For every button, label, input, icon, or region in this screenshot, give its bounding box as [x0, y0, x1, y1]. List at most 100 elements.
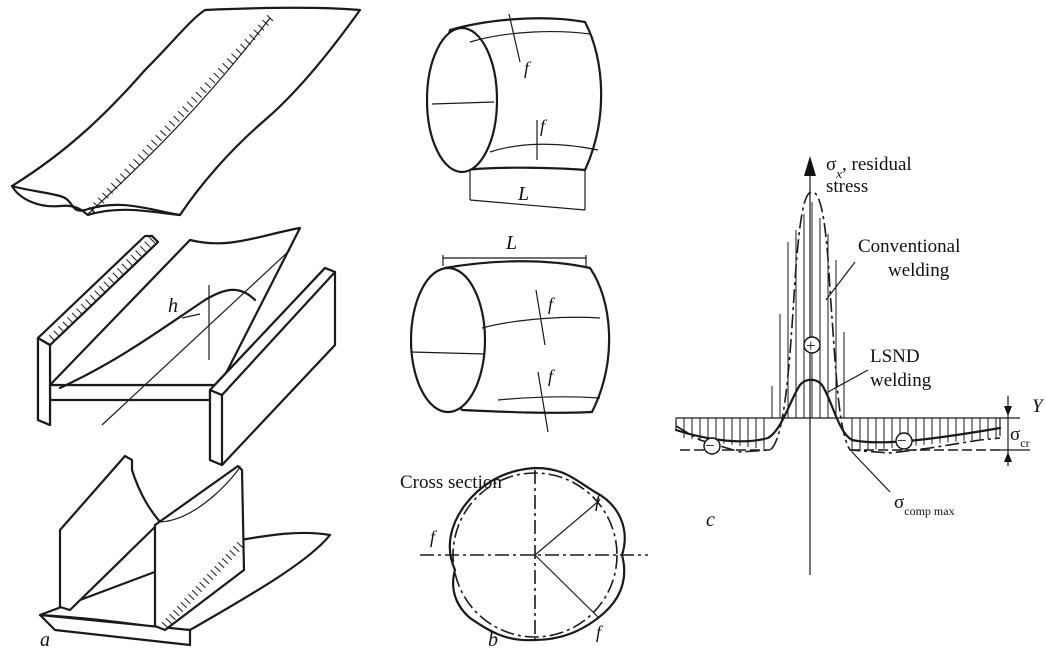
- weld-tick: [53, 330, 60, 337]
- cone-length-label: L: [517, 183, 529, 205]
- weld-tick: [191, 96, 198, 103]
- conventional-label-2: welding: [888, 260, 950, 281]
- i-beam-section: h: [36, 226, 337, 467]
- weld-tick: [217, 561, 225, 569]
- compression-sign-right: −: [895, 431, 913, 450]
- weld-tick: [184, 597, 191, 605]
- channel-section: [38, 454, 332, 647]
- weld-tick: [262, 19, 269, 26]
- svg-text:−: −: [897, 431, 907, 450]
- weld-tick: [240, 43, 247, 50]
- weld-tick: [67, 316, 74, 324]
- weld-tick: [146, 144, 154, 151]
- weld-tick: [144, 241, 151, 248]
- x-axis-label: Y: [1032, 396, 1045, 417]
- cone-deflection-top: f: [524, 58, 532, 78]
- weld-tick: [93, 202, 100, 209]
- weld-tick: [165, 617, 173, 625]
- panel-b-label: b: [488, 629, 498, 651]
- weld-tick: [115, 178, 122, 185]
- weld-tick: [151, 139, 158, 146]
- weld-tick: [180, 601, 188, 609]
- weld-tick: [80, 303, 87, 311]
- weld-tick: [126, 259, 133, 266]
- weld-tick: [191, 589, 199, 597]
- weld-tick: [103, 281, 110, 288]
- weld-tick: [206, 573, 214, 581]
- weld-tick: [266, 14, 274, 22]
- weld-tick: [117, 267, 124, 275]
- barrel-deflection-bottom: f: [548, 366, 556, 386]
- weld-tick: [106, 187, 114, 194]
- weld-tick: [253, 29, 260, 36]
- weld-tick: [213, 72, 220, 79]
- svg-text:+: +: [806, 336, 816, 355]
- barrel-deflection-top: f: [548, 294, 556, 314]
- weld-tick: [155, 134, 163, 142]
- weld-tick: [112, 272, 119, 279]
- panel-a-label: a: [40, 629, 50, 651]
- weld-tick: [130, 254, 137, 262]
- weld-tick: [137, 154, 145, 161]
- barrel-shell: L f f: [409, 232, 611, 433]
- weld-tick: [124, 168, 131, 175]
- lsnd-welding-curve: [674, 378, 1002, 444]
- panel-c-label: c: [706, 509, 715, 531]
- conventional-welding-curve: [675, 191, 1001, 454]
- weld-tick: [133, 158, 140, 166]
- cs-deflection-bottom: f: [596, 622, 604, 642]
- weld-tick: [139, 245, 147, 253]
- weld-tick: [222, 62, 229, 70]
- weld-tick: [128, 163, 136, 170]
- weld-tick: [225, 553, 233, 561]
- cone-deflection-mid: f: [540, 116, 548, 136]
- y-axis-label-line2: stress: [826, 176, 868, 197]
- weld-tick: [202, 577, 210, 585]
- weld-tick: [182, 106, 189, 113]
- weld-tick: [172, 609, 180, 617]
- weld-tick: [173, 115, 180, 122]
- weld-tick: [229, 549, 236, 557]
- weld-tick: [187, 593, 195, 601]
- weld-tick: [76, 308, 83, 315]
- tension-sign: +: [803, 336, 821, 355]
- weld-tick: [176, 605, 184, 613]
- weld-tick: [210, 569, 218, 577]
- weld-tick: [226, 58, 234, 65]
- cs-deflection-left: f: [430, 527, 438, 547]
- weld-tick: [195, 91, 203, 98]
- weld-tick: [186, 101, 194, 108]
- weld-tick: [199, 86, 207, 94]
- weld-tick: [221, 557, 229, 565]
- weld-tick: [135, 250, 142, 257]
- panel-a: h a: [10, 6, 362, 651]
- weld-tick: [97, 197, 105, 204]
- weld-tick: [121, 263, 128, 270]
- weld-tick: [208, 77, 216, 84]
- h-label: h: [168, 295, 178, 317]
- weld-tick: [195, 585, 203, 593]
- weld-tick: [57, 325, 65, 333]
- weld-tick: [71, 312, 78, 319]
- weld-tick: [48, 334, 56, 342]
- conventional-label: Conventional: [858, 236, 960, 257]
- weld-tick: [159, 130, 167, 137]
- weld-tick: [102, 192, 109, 199]
- lsnd-label-2: welding: [870, 370, 932, 391]
- weld-tick: [214, 565, 221, 573]
- weld-tick: [204, 82, 211, 89]
- weld-tick: [98, 285, 106, 293]
- weld-tick: [168, 120, 176, 127]
- weld-tick: [85, 299, 92, 306]
- weld-tick: [94, 290, 101, 297]
- weld-tick: [257, 24, 265, 31]
- sigma-cr-label: σcr: [1010, 424, 1030, 450]
- sigma-comp-max-label: σcomp max: [894, 492, 955, 518]
- cross-section: Cross section f f f: [400, 466, 648, 642]
- weld-tick: [110, 182, 118, 190]
- conical-shell: L f f: [425, 13, 603, 211]
- weld-tick: [232, 545, 240, 553]
- weld-tick: [248, 34, 256, 41]
- weld-tick: [148, 236, 156, 244]
- weld-tick: [142, 149, 149, 156]
